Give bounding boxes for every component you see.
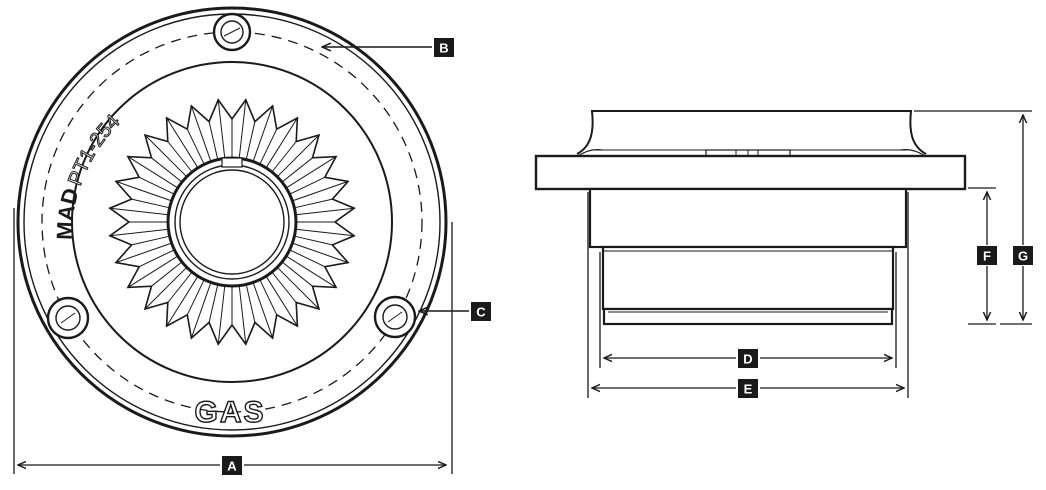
horn-fin-line bbox=[151, 157, 183, 183]
horn-fin-line bbox=[167, 271, 193, 303]
horn-fin-line bbox=[289, 249, 326, 268]
horn-fin-line bbox=[259, 128, 278, 165]
horn-fin-line bbox=[138, 176, 175, 195]
horn-fin-line bbox=[109, 207, 169, 216]
horn-fins bbox=[109, 99, 355, 345]
side-bottom-ring bbox=[602, 307, 894, 326]
horn-fin-line bbox=[276, 266, 320, 310]
horn-fin-line bbox=[252, 282, 274, 339]
label-b-text: B bbox=[439, 41, 448, 56]
horn-fin-line bbox=[295, 207, 355, 216]
horn-fin-line bbox=[285, 255, 337, 288]
horn-fin-line bbox=[151, 261, 183, 287]
side-body-lower bbox=[601, 245, 895, 311]
horn-fin-line bbox=[245, 284, 256, 323]
horn-fin-line bbox=[265, 117, 298, 169]
horn-fin-line bbox=[138, 249, 175, 268]
horn-fin-line bbox=[144, 134, 188, 178]
horn-fin-line bbox=[190, 105, 212, 162]
horn-fin-line bbox=[281, 157, 313, 183]
horn-fin-line bbox=[131, 198, 170, 209]
horn-fin-line bbox=[190, 282, 212, 339]
horn-fin-line bbox=[276, 134, 320, 178]
horn-fin-line bbox=[115, 242, 172, 264]
horn-fin-line bbox=[295, 228, 355, 237]
horn-fin-line bbox=[131, 235, 170, 246]
dimension-d bbox=[599, 252, 897, 368]
front-view bbox=[16, 6, 448, 438]
horn-fin-line bbox=[289, 176, 326, 195]
label-c-text: C bbox=[476, 305, 486, 320]
horn-throat-outer bbox=[166, 156, 298, 288]
label-a: A bbox=[222, 456, 242, 475]
model-label: PT1-254 bbox=[64, 111, 124, 189]
horn-fin-line bbox=[238, 99, 247, 159]
side-body-upper bbox=[588, 187, 908, 249]
outer-flange-ring bbox=[16, 6, 448, 438]
horn-fin-line bbox=[252, 105, 274, 162]
mounting-hole-top bbox=[212, 12, 252, 52]
label-f: F bbox=[977, 246, 997, 265]
horn-fin-line bbox=[292, 242, 349, 264]
horn-fin-line bbox=[208, 284, 219, 323]
label-e-text: E bbox=[744, 382, 753, 397]
label-a-text: A bbox=[227, 459, 237, 474]
horn-fin-line bbox=[281, 261, 313, 287]
side-flange bbox=[534, 154, 967, 191]
horn-fin-line bbox=[292, 180, 349, 202]
horn-fin-line bbox=[166, 117, 199, 169]
label-d-text: D bbox=[743, 352, 752, 367]
inner-housing-ring bbox=[71, 61, 393, 383]
horn-fin-line bbox=[186, 128, 205, 165]
brand-label: MAD bbox=[52, 186, 84, 241]
label-c: C bbox=[471, 302, 491, 321]
dimension-f bbox=[968, 187, 996, 325]
label-f-text: F bbox=[983, 249, 991, 264]
side-view bbox=[534, 110, 967, 326]
side-clip-left bbox=[577, 149, 603, 157]
label-b: B bbox=[434, 38, 454, 57]
label-e: E bbox=[738, 379, 758, 398]
horn-throat-mid bbox=[174, 164, 290, 280]
horn-fin-line bbox=[167, 141, 193, 173]
label-d: D bbox=[738, 349, 758, 368]
horn-fin-line bbox=[166, 275, 199, 327]
horn-fin-line bbox=[217, 99, 226, 159]
mounting-hole-left bbox=[46, 296, 90, 340]
horn-throat-inner bbox=[179, 169, 285, 275]
horn-fin-line bbox=[271, 271, 297, 303]
horn-fin-line bbox=[186, 279, 205, 316]
gas-logo: GAS bbox=[194, 396, 265, 429]
label-g-text: G bbox=[1018, 249, 1028, 264]
horn-fin-line bbox=[208, 121, 219, 160]
throat-notch-top bbox=[221, 157, 243, 168]
mounting-hole-right bbox=[373, 295, 417, 339]
horn-fin-line bbox=[115, 180, 172, 202]
horn-fin-line bbox=[245, 121, 256, 160]
horn-fin-line bbox=[127, 255, 179, 288]
horn-fin-line bbox=[294, 198, 333, 209]
horn-fin-line bbox=[294, 235, 333, 246]
dimension-e bbox=[587, 192, 909, 398]
horn-fin-line bbox=[127, 156, 179, 189]
label-g: G bbox=[1013, 246, 1033, 265]
horn-fin-line bbox=[265, 275, 298, 327]
dimension-a bbox=[13, 208, 453, 474]
model-text: MADPT1-254 bbox=[52, 111, 125, 241]
dimension-g bbox=[914, 110, 1032, 325]
bolt-circle-dashed bbox=[41, 31, 423, 413]
flange-edge-ring bbox=[23, 13, 441, 431]
horn-fin-line bbox=[259, 279, 278, 316]
horn-fin-line bbox=[238, 285, 247, 345]
horn-fin-line bbox=[217, 285, 226, 345]
side-top-cap bbox=[576, 110, 927, 155]
horn-fin-line bbox=[144, 266, 188, 310]
side-clip-right bbox=[900, 149, 926, 157]
horn-fin-line bbox=[285, 156, 337, 189]
horn-fin-line bbox=[271, 141, 297, 173]
horn-fin-line bbox=[109, 228, 169, 237]
